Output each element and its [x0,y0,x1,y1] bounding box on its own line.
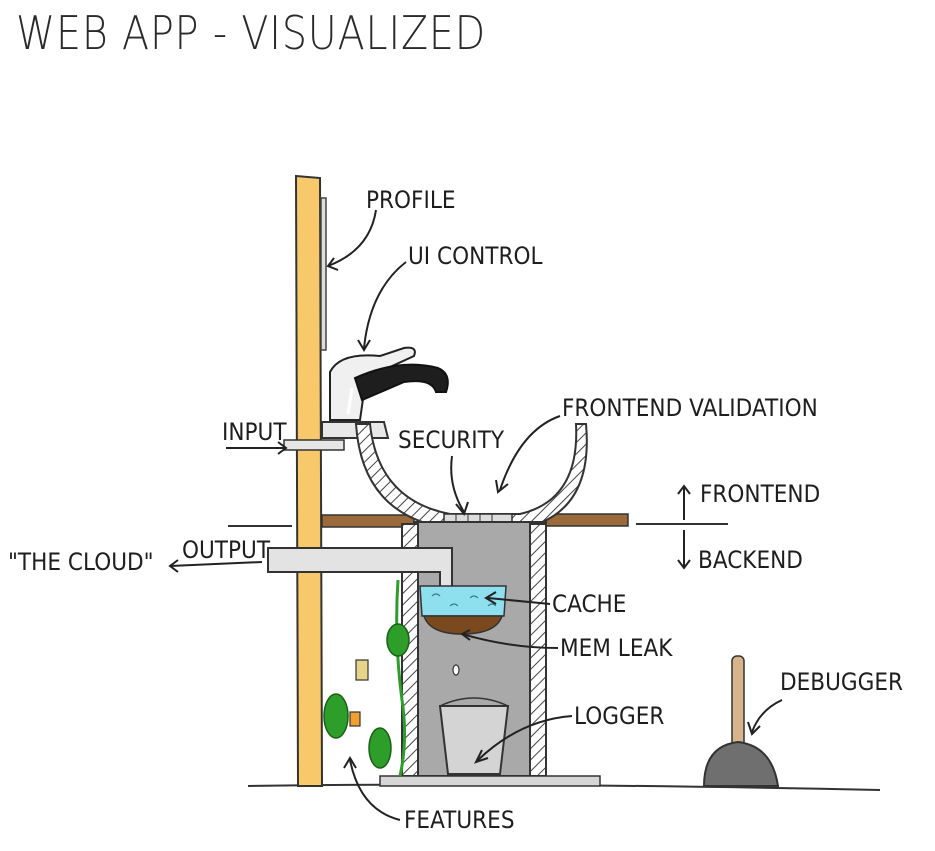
label-frontend-validation: FRONTEND VALIDATION [562,394,818,422]
callout-frontend-validation [499,415,561,491]
drain-foot [379,775,601,787]
logger-bucket [438,705,510,775]
callout-debugger [751,699,783,733]
shelf-right [544,513,629,527]
wall [294,174,324,787]
label-backend: BACKEND [698,546,803,574]
callout-logger [477,715,573,761]
arrow-output [169,561,263,567]
faucet-spout [353,363,449,402]
label-features: FEATURES [404,806,515,834]
label-logger: LOGGER [574,702,665,730]
label-cache: CACHE [552,590,627,618]
basin [354,423,588,529]
bug [323,693,349,739]
drain-wall-right [529,523,547,777]
faucet-base [321,421,390,439]
label-security: SECURITY [398,426,505,454]
profile-panel [320,197,327,351]
label-profile: PROFILE [366,186,456,214]
label-frontend: FRONTEND [700,480,821,508]
callout-security [450,455,465,513]
input-pipe [283,439,345,451]
callout-ui-control [363,261,407,349]
label-output: OUTPUT [182,536,271,564]
callout-cache [487,597,551,605]
plunger-handle [731,655,745,753]
bug [386,623,410,657]
callout-profile [327,209,377,267]
shelf-left [321,514,415,528]
callout-features [349,759,401,821]
vine [395,579,407,777]
label-mem-leak: MEM LEAK [560,634,673,662]
label-the-cloud: "THE CLOUD" [8,548,154,576]
label-debugger: DEBUGGER [780,668,904,696]
bug [368,727,392,769]
spray-can [349,711,361,727]
spray-bottle [355,659,369,681]
label-ui-control: UI CONTROL [408,242,543,270]
cache-water [419,585,507,617]
plunger-cup [702,740,780,787]
diagram-title: WEB APP - VISUALIZED [16,6,487,60]
leak-drop [452,664,460,676]
label-input: INPUT [222,418,287,446]
callout-mem-leak [461,633,559,649]
